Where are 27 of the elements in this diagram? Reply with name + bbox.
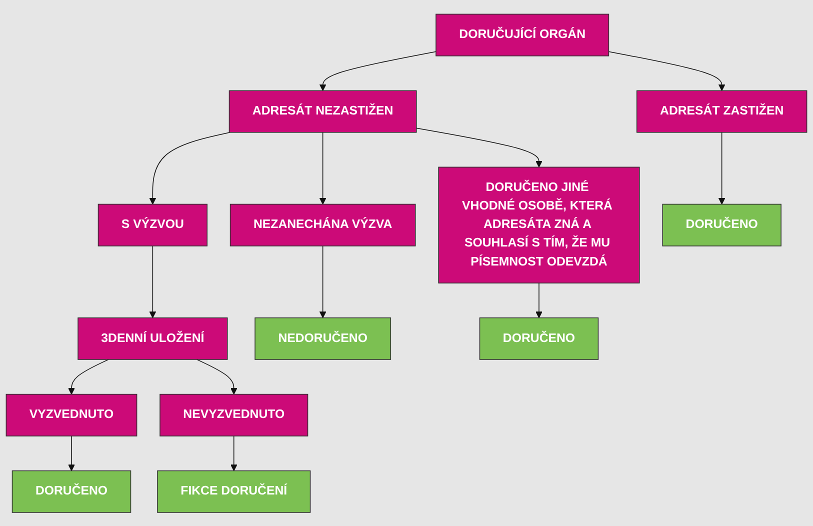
arrow [68, 435, 75, 471]
node-box: NEDORUČENO [254, 317, 392, 360]
node-box: NEVYZVEDNUTO [160, 394, 308, 436]
node-box: NEZANECHÁNA VÝZVA [230, 204, 416, 246]
node-box: DORUČENO [12, 470, 132, 513]
arrow [319, 245, 326, 318]
arrow [608, 50, 726, 91]
node-box: 3DENNÍ ULOŽENÍ [78, 317, 228, 360]
node-box: DORUČUJÍCÍ ORGÁN [436, 13, 610, 56]
arrow [149, 245, 156, 318]
arrow [196, 358, 238, 394]
arrow [718, 132, 726, 204]
node-box: ADRESÁT ZASTIŽEN [636, 90, 808, 132]
node-box: ADRESÁT NEZASTIŽEN [228, 90, 417, 132]
node-box: FIKCE DORUČENÍ [157, 470, 311, 513]
arrow [68, 358, 109, 394]
arrow [319, 50, 436, 91]
arrow [319, 132, 326, 204]
arrow [149, 132, 230, 204]
node-box: S VÝZVOU [98, 204, 208, 246]
node-box: VYZVEDNUTO [6, 394, 138, 436]
node-box: DORUČENO JINÉ VHODNÉ OSOBĚ, KTERÁ ADRESÁTA ZNÁ A SOUHLASÍ S TÍM, ŽE MU PÍSEMNOST ODEVZDÁ [438, 166, 640, 284]
arrow [536, 282, 542, 318]
node-box: DORUČENO [479, 317, 599, 360]
arrow [416, 127, 542, 168]
node-box: DORUČENO [662, 204, 782, 246]
arrow [230, 435, 238, 471]
